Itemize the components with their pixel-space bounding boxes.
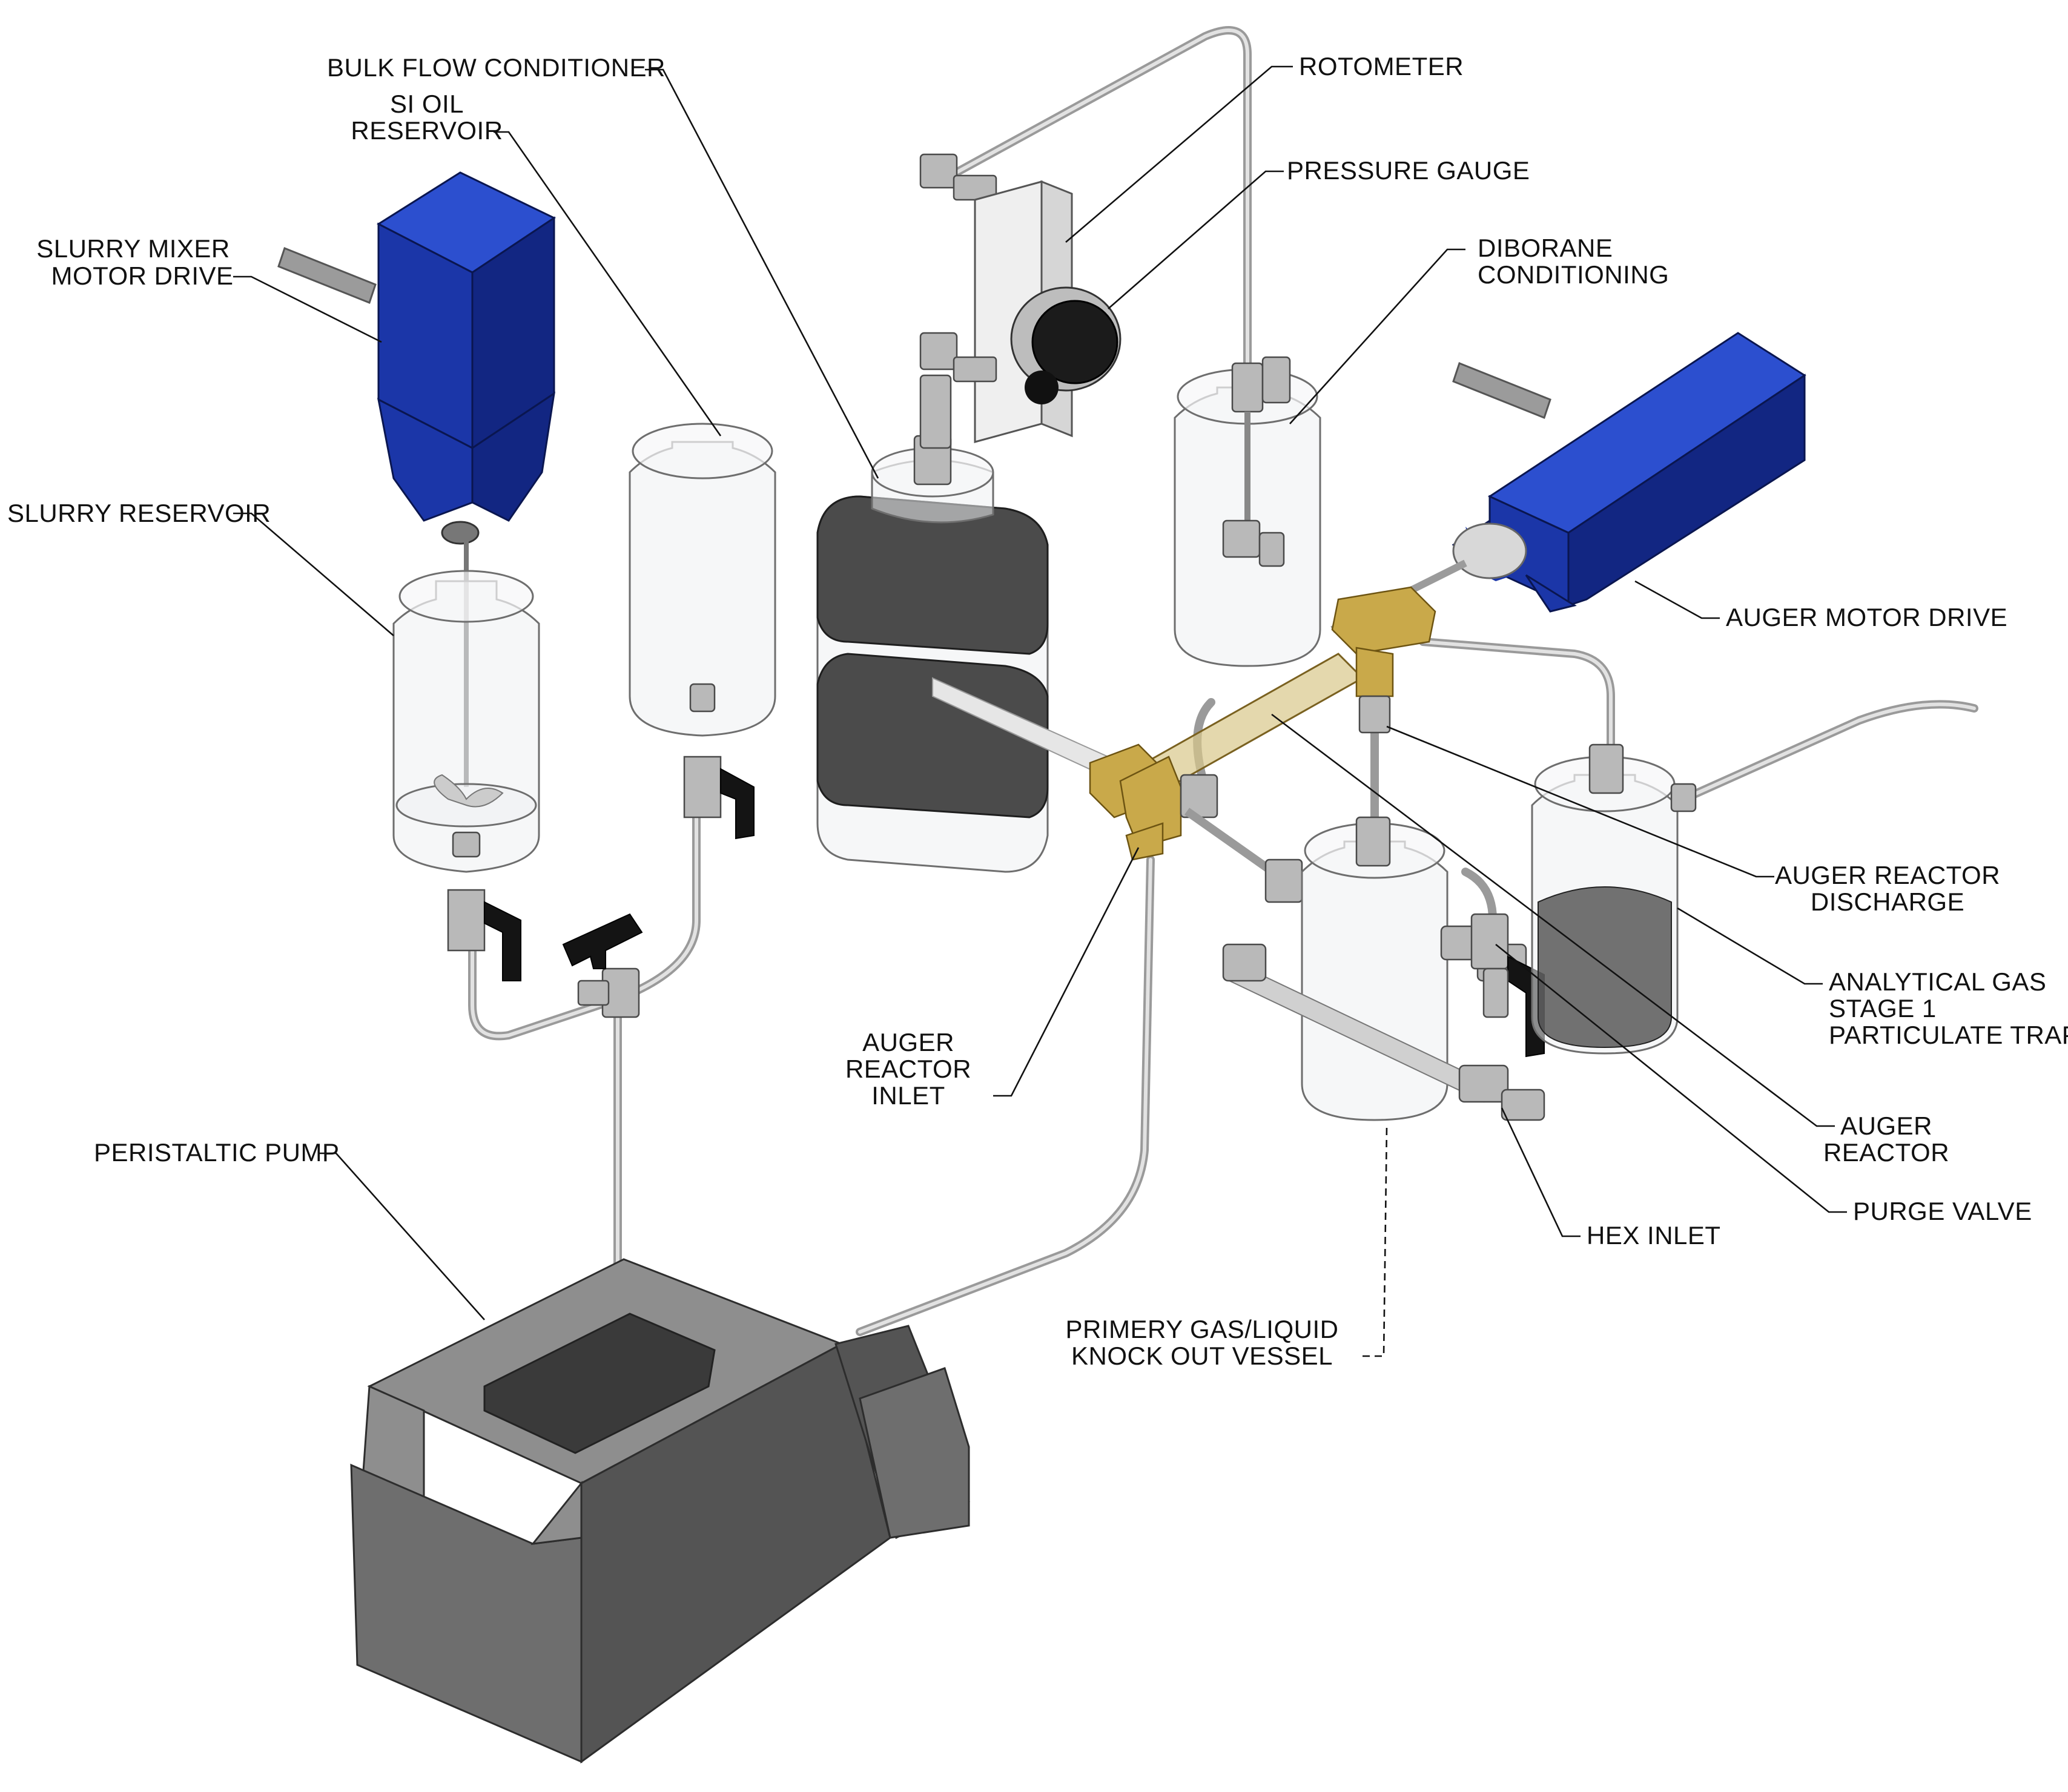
leader-purge-valve bbox=[1495, 943, 1847, 1213]
peristaltic-pump bbox=[350, 1258, 970, 1764]
label-auger-reactor-discharge: DISCHARGE bbox=[1811, 888, 1964, 916]
analytical-gas-trap bbox=[1531, 743, 1697, 1055]
diborane-conditioning bbox=[1174, 356, 1321, 667]
leader-si-oil-reservoir bbox=[494, 131, 722, 436]
label-knock-out-vessel: PRIMERY GAS/LIQUID bbox=[1066, 1315, 1339, 1343]
tubing bbox=[468, 26, 1978, 1336]
label-auger-reactor: AUGER bbox=[1840, 1112, 1932, 1140]
label-slurry-mixer-motor-drive: SLURRY MIXER bbox=[36, 234, 230, 263]
label-auger-reactor-inlet: REACTOR bbox=[845, 1055, 971, 1083]
label-auger-reactor-discharge: AUGER REACTOR bbox=[1775, 861, 2000, 889]
leader-rotometer bbox=[1065, 65, 1293, 243]
label-si-oil-reservoir: SI OIL bbox=[390, 90, 464, 118]
leader-hex-inlet bbox=[1501, 1107, 1581, 1237]
label-analytical-gas-trap: STAGE 1 bbox=[1829, 994, 1937, 1023]
slurry-mixer-motor bbox=[277, 171, 557, 787]
leader-slurry-reservoir bbox=[233, 512, 394, 636]
leader-lines bbox=[233, 65, 1847, 1357]
leader-pressure-gauge bbox=[1108, 170, 1284, 309]
labels: BULK FLOW CONDITIONER SI OIL RESERVOIR S… bbox=[7, 52, 2068, 1370]
label-peristaltic-pump: PERISTALTIC PUMP bbox=[94, 1138, 340, 1167]
label-auger-motor-drive: AUGER MOTOR DRIVE bbox=[1726, 603, 2007, 631]
leader-auger-reactor-discharge bbox=[1386, 725, 1774, 878]
label-auger-reactor-inlet: INLET bbox=[871, 1081, 945, 1110]
auger-motor-drive bbox=[1330, 332, 1806, 633]
label-slurry-mixer-motor-drive: MOTOR DRIVE bbox=[51, 262, 233, 290]
leader-slurry-mixer-motor-drive bbox=[233, 275, 382, 343]
label-knock-out-vessel: KNOCK OUT VESSEL bbox=[1071, 1342, 1333, 1370]
label-analytical-gas-trap: PARTICULATE TRAP bbox=[1829, 1021, 2068, 1049]
si-oil-reservoir bbox=[629, 423, 776, 840]
label-si-oil-reservoir: RESERVOIR bbox=[351, 116, 503, 145]
leader-peristaltic-pump bbox=[318, 1152, 485, 1320]
three-way-valve bbox=[562, 913, 643, 1018]
label-slurry-reservoir: SLURRY RESERVOIR bbox=[7, 499, 271, 527]
leader-auger-reactor bbox=[1271, 713, 1835, 1127]
label-purge-valve: PURGE VALVE bbox=[1853, 1197, 2032, 1225]
auger-reactor bbox=[1089, 586, 1436, 861]
label-diborane-conditioning: CONDITIONING bbox=[1478, 260, 1669, 289]
label-auger-reactor: REACTOR bbox=[1823, 1138, 1949, 1167]
label-bulk-flow-conditioner: BULK FLOW CONDITIONER bbox=[327, 53, 666, 82]
pressure-gauge bbox=[1010, 286, 1122, 404]
label-diborane-conditioning: DIBORANE bbox=[1478, 234, 1613, 262]
leader-auger-motor-drive bbox=[1634, 580, 1720, 619]
leader-auger-reactor-inlet bbox=[993, 847, 1140, 1097]
bulk-flow-conditioner bbox=[816, 435, 1109, 873]
label-pressure-gauge: PRESSURE GAUGE bbox=[1287, 156, 1530, 185]
leader-analytical-gas-trap bbox=[1677, 907, 1823, 985]
label-hex-inlet: HEX INLET bbox=[1587, 1221, 1721, 1250]
leader-knock-out-vessel bbox=[1363, 1125, 1388, 1357]
slurry-reservoir bbox=[392, 570, 540, 981]
leader-diborane-conditioning bbox=[1289, 248, 1465, 424]
leader-bulk-flow-conditioner bbox=[645, 68, 879, 479]
knock-out-vessel bbox=[1184, 808, 1545, 1121]
label-analytical-gas-trap: ANALYTICAL GAS bbox=[1829, 967, 2046, 996]
label-auger-reactor-inlet: AUGER bbox=[862, 1028, 954, 1056]
label-rotometer: ROTOMETER bbox=[1299, 52, 1464, 81]
